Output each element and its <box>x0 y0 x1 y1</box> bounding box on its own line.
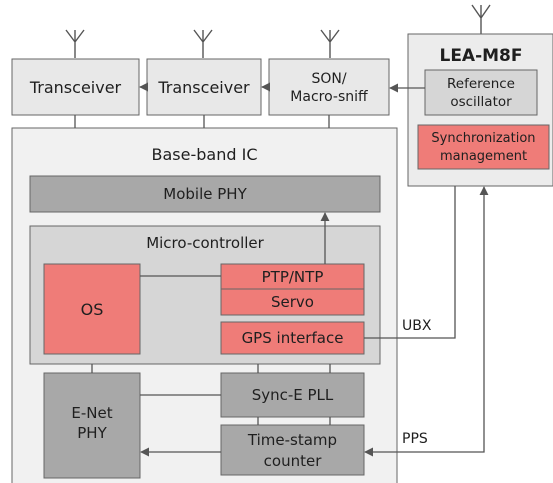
micro-controller-label: Micro-controller <box>146 234 264 252</box>
antenna-icon <box>193 29 213 58</box>
son-macro-sniff-box <box>268 58 390 116</box>
connectors <box>74 82 489 457</box>
sync-mgmt-line2: management <box>440 149 527 164</box>
timestamp-line1: Time-stamp <box>247 431 337 449</box>
ubx-label: UBX <box>402 318 432 334</box>
transceiver-label-1: Transceiver <box>29 78 122 97</box>
ptp-ntp-box <box>220 263 365 290</box>
timestamp-counter-box <box>220 424 365 476</box>
ref-osc-line1: Reference <box>447 76 515 92</box>
antenna-icon <box>471 4 491 34</box>
ref-osc-line2: oscillator <box>450 94 512 110</box>
enet-phy-line2: PHY <box>77 424 107 442</box>
synchronization-management-box <box>417 124 550 170</box>
servo-label: Servo <box>271 293 314 311</box>
antenna-icon <box>320 29 340 58</box>
son-label-line1: SON/ <box>311 71 346 87</box>
baseband-ic-title: Base-band IC <box>152 145 258 164</box>
sync-mgmt-line1: Synchronization <box>431 131 535 146</box>
connector-pps <box>364 186 489 457</box>
mobile-phy-box <box>29 175 381 213</box>
enet-phy-line1: E-Net <box>71 404 112 422</box>
gps-interface-box <box>220 321 365 355</box>
gps-interface-label: GPS interface <box>242 329 344 347</box>
os-label: OS <box>81 300 104 319</box>
pps-label: PPS <box>402 431 428 447</box>
antenna-icon <box>65 29 85 58</box>
lea-m8f-title: LEA-M8F <box>439 46 522 66</box>
transceiver-box-2 <box>146 58 262 116</box>
mobile-phy-label: Mobile PHY <box>163 185 247 203</box>
transceiver-box-1 <box>11 58 140 116</box>
ptp-ntp-label: PTP/NTP <box>262 268 324 286</box>
son-label-line2: Macro-sniff <box>290 89 368 105</box>
servo-box <box>220 288 365 316</box>
reference-oscillator-box <box>424 69 538 116</box>
sync-e-pll-label: Sync-E PLL <box>252 386 334 404</box>
sync-e-pll-box <box>220 372 365 418</box>
enet-phy-box <box>43 372 141 479</box>
timestamp-line2: counter <box>264 452 323 470</box>
transceiver-label-2: Transceiver <box>157 78 250 97</box>
os-box <box>43 263 141 355</box>
